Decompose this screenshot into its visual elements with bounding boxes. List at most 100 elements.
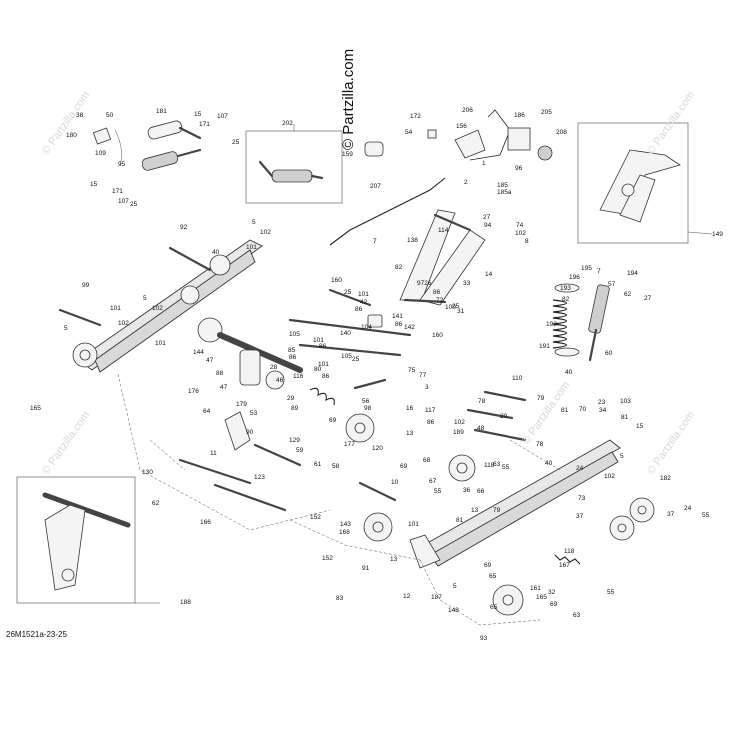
callout-label: 117 — [425, 407, 436, 414]
callout-label: 47 — [206, 357, 214, 364]
callout-label: 143 — [340, 521, 351, 528]
callout-label: 118 — [484, 462, 495, 469]
callout-label: 74 — [516, 222, 524, 229]
inset-shock-part — [258, 160, 324, 183]
callout-label: 75 — [408, 367, 416, 374]
callout-label: 101 — [246, 244, 257, 251]
callout-label: 47 — [220, 384, 228, 391]
callout-label: 31 — [457, 308, 465, 315]
callout-label: 202 — [282, 120, 293, 127]
callout-label: 40 — [565, 369, 573, 376]
callout-label: 20 — [500, 413, 508, 420]
callout-label: 179 — [236, 401, 247, 408]
callout-label: 77 — [419, 372, 427, 379]
callout-label: 149 — [712, 231, 723, 238]
callout-label: 81 — [561, 407, 569, 414]
callout-label: 194 — [627, 270, 638, 277]
callout-label: 5 — [143, 295, 147, 302]
callout-label: 176 — [188, 388, 199, 395]
left-slide-rail — [72, 239, 263, 373]
callout-label: 171 — [112, 188, 123, 195]
callout-label: 101 — [318, 361, 329, 368]
callout-label: 7 — [597, 268, 601, 275]
callout-label: 34 — [599, 407, 607, 414]
callout-label: 37 — [667, 511, 675, 518]
callout-label: 25 — [452, 303, 460, 310]
watermark-main: © Partzilla.com — [340, 48, 357, 150]
idler-wheel-rear — [492, 584, 524, 616]
callout-label: 141 — [392, 313, 403, 320]
callout-label: 96 — [515, 165, 523, 172]
callout-label: 24 — [576, 465, 584, 472]
callout-label: 208 — [556, 129, 567, 136]
callout-label: 171 — [199, 121, 210, 128]
callout-label: 78 — [478, 398, 486, 405]
callout-label: 104 — [361, 324, 372, 331]
callout-label: 189 — [453, 429, 464, 436]
callout-label: 177 — [344, 441, 355, 448]
callout-label: 100 — [445, 304, 456, 311]
callout-label: 102 — [515, 230, 526, 237]
callout-label: 13 — [390, 556, 398, 563]
callout-label: 86 — [395, 321, 403, 328]
callout-label: 63 — [573, 612, 581, 619]
callout-label: 192 — [546, 321, 557, 328]
callout-label: 65 — [490, 604, 498, 611]
callout-label: 196 — [569, 274, 580, 281]
callout-label: 79 — [537, 395, 545, 402]
callout-label: 3 — [425, 384, 429, 391]
callout-label: 15 — [636, 423, 644, 430]
callout-label: 11 — [210, 450, 217, 457]
callout-label: 5 — [620, 453, 624, 460]
callout-label: 83 — [336, 595, 344, 602]
callout-label: 32 — [548, 589, 556, 596]
callout-label: 92 — [180, 224, 188, 231]
callout-label: 73 — [578, 495, 586, 502]
callout-label: 188 — [180, 599, 191, 606]
callout-label: 116 — [293, 373, 304, 380]
callout-label: 102 — [152, 305, 163, 312]
callout-label: 62 — [624, 291, 632, 298]
callout-label: 15 — [194, 111, 202, 118]
callout-label: 23 — [598, 399, 606, 406]
callout-label: 95 — [118, 161, 126, 168]
callout-label: 38 — [76, 112, 84, 119]
callout-label: 36 — [463, 487, 471, 494]
callout-label: 7 — [373, 238, 377, 245]
callout-label: 101 — [110, 305, 121, 312]
idler-wheel-mid — [448, 454, 476, 482]
callout-label: 98 — [364, 405, 372, 412]
callout-label: 56 — [362, 398, 370, 405]
callout-label: 206 — [462, 107, 473, 114]
callout-label: 69 — [484, 562, 492, 569]
callout-label: 61 — [314, 461, 322, 468]
callout-label: 86 — [319, 343, 327, 350]
callout-label: 105 — [289, 331, 300, 338]
callout-label: 8 — [525, 238, 529, 245]
callout-label: 82 — [395, 264, 403, 271]
idler-wheel-lower — [363, 512, 393, 542]
callout-label: 94 — [484, 222, 492, 229]
callout-label: 69 — [550, 601, 558, 608]
idler-wheel-right — [609, 497, 655, 541]
callout-label: 102 — [260, 229, 271, 236]
callout-label: 181 — [156, 108, 167, 115]
callout-label: 16 — [406, 405, 414, 412]
inset-box-shock-detail — [245, 130, 343, 204]
callout-label: 69 — [329, 417, 337, 424]
callout-label: 59 — [296, 447, 304, 454]
callout-label: 90 — [246, 429, 254, 436]
callout-label: 93 — [480, 635, 488, 642]
front-shock-assembly — [92, 120, 202, 171]
callout-label: 89 — [291, 405, 299, 412]
callout-label: 15 — [90, 181, 98, 188]
callout-label: 205 — [541, 109, 552, 116]
callout-label: 86 — [322, 373, 330, 380]
callout-label: 101 — [155, 340, 166, 347]
callout-label: 53 — [250, 410, 258, 417]
callout-label: 102 — [454, 419, 465, 426]
callout-label: 50 — [106, 112, 114, 119]
